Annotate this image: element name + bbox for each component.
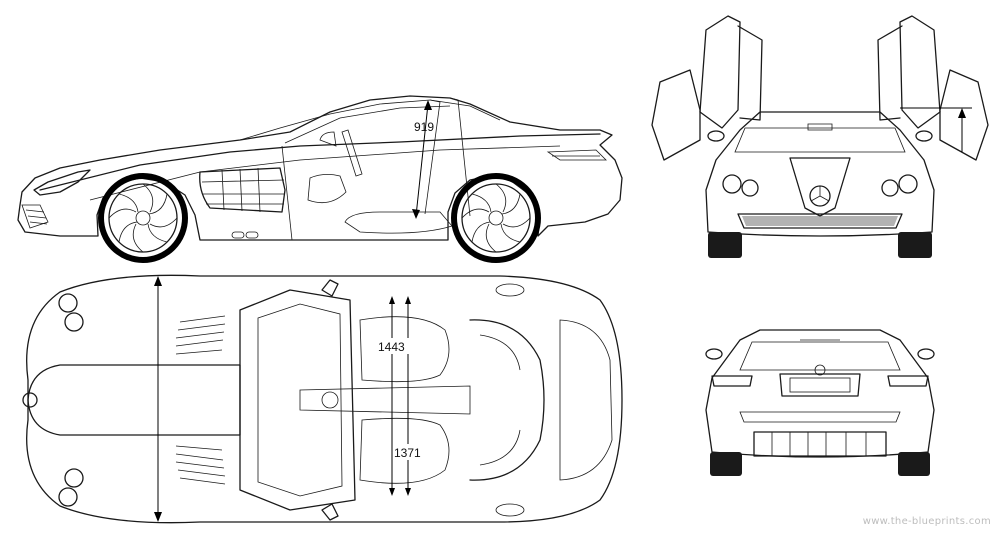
top-view: 1443 1371 [22, 274, 623, 524]
rear-tire-right [898, 452, 930, 476]
front-door-right [939, 69, 989, 161]
dim-top-front-track: 1443 [378, 340, 405, 354]
front-view [651, 15, 989, 258]
front-tire-left [708, 232, 742, 258]
rear-tire-left [710, 452, 742, 476]
side-vent [199, 167, 286, 213]
watermark: www.the-blueprints.com [862, 516, 991, 527]
front-wheel [98, 173, 188, 263]
top-front-lamps [58, 293, 84, 507]
top-body-outline [26, 274, 623, 524]
side-view: 919 [17, 95, 623, 263]
rear-wheel [451, 173, 541, 263]
dim-top-rear-track: 1371 [394, 446, 421, 460]
dim-side-height: 919 [414, 120, 434, 134]
front-door-left [651, 69, 701, 161]
rear-view [705, 329, 935, 476]
front-tire-right [898, 232, 932, 258]
